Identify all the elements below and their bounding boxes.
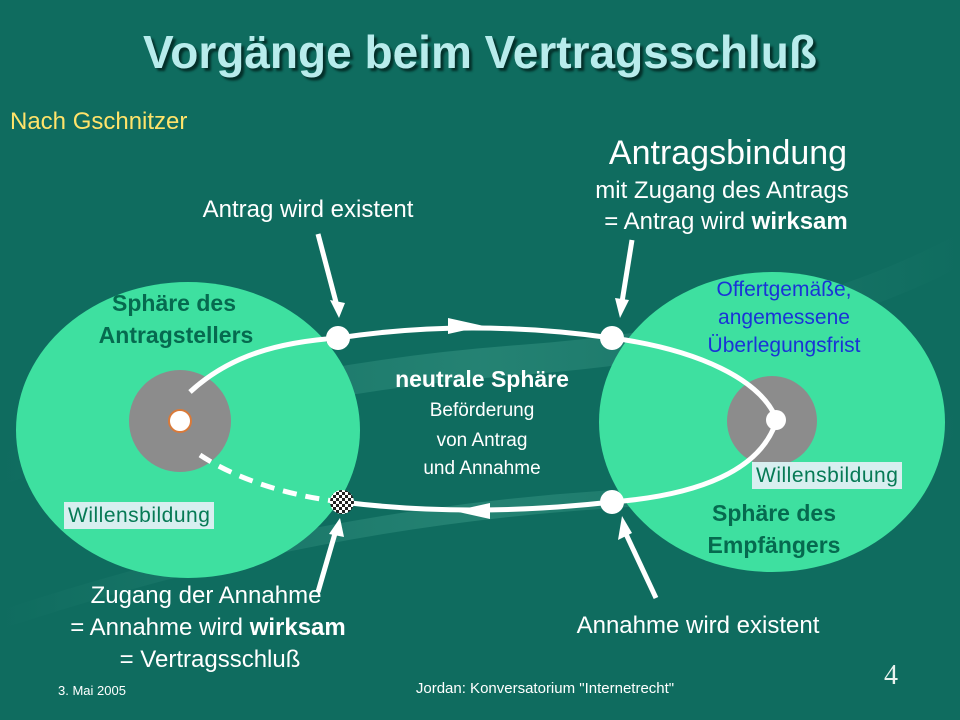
pointer-annahme-existent-head (618, 516, 632, 540)
zugang-annahme-line3: = Vertragsschluß (119, 646, 301, 673)
page-number: 4 (884, 660, 898, 691)
right-sphere-line2: Empfängers (707, 532, 841, 558)
pointer-antrag-existent (315, 233, 340, 307)
willensbildung-left-label: Willensbildung (64, 502, 215, 529)
antragsbindung-heading: Antragsbindung (608, 134, 848, 172)
neutral-sphere-line2: von Antrag (436, 430, 528, 451)
neutral-sphere-line1: Beförderung (429, 400, 535, 421)
page-title: Vorgänge beim Vertragsschluß (142, 26, 817, 78)
node-right-core (766, 410, 786, 430)
left-sphere-line1: Sphäre des (112, 290, 236, 316)
core-left-center (168, 409, 192, 433)
offer-into-receiver-path (611, 335, 779, 420)
pointer-antragsbindung (619, 239, 635, 303)
zugang-annahme-line1: Zugang der Annahme (90, 582, 322, 609)
antragsbindung-line1: mit Zugang des Antrags (595, 177, 849, 204)
willensbildung-right-label: Willensbildung (752, 462, 903, 489)
pointer-antragsbindung-head (615, 298, 629, 318)
pointer-antrag-existent-head (330, 300, 345, 318)
offer-period-line1: Offertgemäße, (716, 278, 852, 301)
right-sphere-line1: Sphäre des (712, 500, 836, 526)
arrow-left (454, 503, 490, 519)
node-annahme-zugang (330, 490, 354, 514)
left-sphere-line2: Antragstellers (98, 322, 254, 348)
offer-period-line2: angemessene (718, 306, 850, 329)
neutral-sphere-heading: neutrale Sphäre (395, 366, 569, 392)
offer-period-line3: Überlegungsfrist (707, 334, 861, 357)
antragsbindung-line2: = Antrag wird wirksam (604, 208, 848, 235)
node-antrag-zugang (600, 326, 624, 350)
pointer-zugang-annahme-head (329, 518, 344, 537)
offer-transport-path (337, 325, 613, 341)
footer-source: Jordan: Konversatorium "Internetrecht" (415, 680, 675, 697)
zugang-annahme-line2: = Annahme wird wirksam (70, 614, 346, 641)
annahme-existent-label: Annahme wird existent (576, 612, 820, 639)
pointer-zugang-annahme (315, 529, 339, 593)
pointer-annahme-existent (623, 532, 659, 600)
antrag-existent-label: Antrag wird existent (202, 196, 414, 223)
footer-date: 3. Mai 2005 (58, 683, 126, 698)
offer-path (188, 335, 339, 394)
acceptance-path (611, 421, 779, 505)
neutral-sphere-line3: und Annahme (423, 458, 541, 479)
node-antrag-existent (326, 326, 350, 350)
arrow-right (448, 318, 484, 334)
subtitle: Nach Gschnitzer (10, 108, 188, 135)
node-annahme-existent (600, 490, 624, 514)
